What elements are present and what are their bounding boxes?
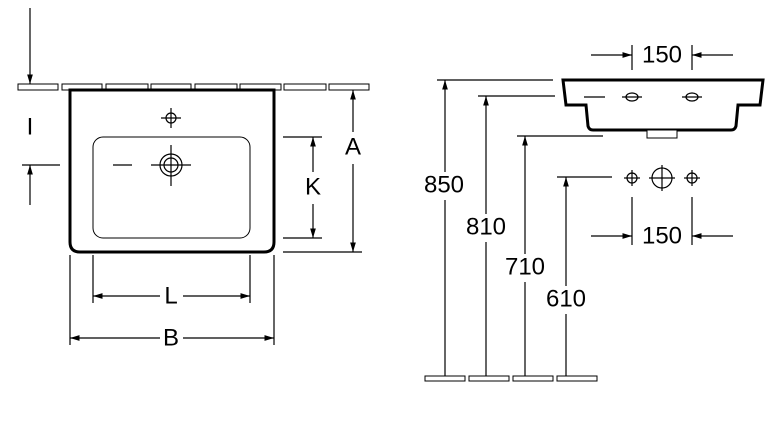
drain-outlet	[646, 129, 678, 139]
height-610-label: 610	[546, 285, 586, 312]
height-850-label: 850	[424, 171, 464, 198]
tap-spacing-bottom-label: 150	[642, 222, 682, 249]
dim-label-k: K	[305, 173, 321, 200]
tap-holes-side	[622, 92, 702, 102]
tap-spacing-top-label: 150	[642, 41, 682, 68]
floor-tiles	[424, 375, 598, 382]
dim-label-i: I	[27, 113, 34, 140]
drain-icon	[113, 145, 191, 186]
connection-holes-icon	[624, 165, 700, 191]
front-view: I K A L B	[17, 8, 370, 351]
basin-bowl	[92, 136, 251, 239]
side-view: 150 150 850 810 710 610	[422, 41, 765, 382]
dim-label-l: L	[164, 282, 177, 309]
height-810-label: 810	[466, 213, 506, 240]
height-710-label: 710	[505, 253, 545, 280]
dim-label-b: B	[163, 324, 179, 351]
basin-side-profile	[561, 78, 765, 132]
tap-hole-icon	[161, 108, 181, 128]
dim-label-a: A	[345, 133, 361, 160]
wall-tiles	[17, 83, 370, 91]
